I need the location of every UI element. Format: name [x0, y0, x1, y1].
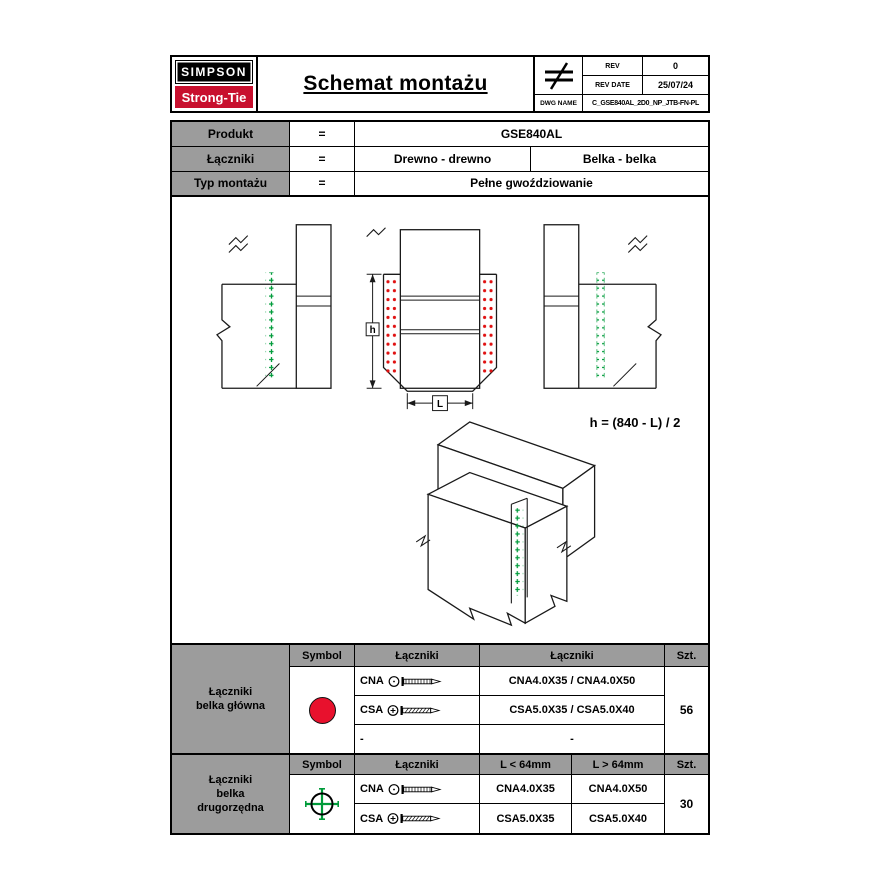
- red-circle-symbol: [308, 696, 336, 724]
- secondary-fasteners-table: Łączniki belka drugorzędna Symbol Łączni…: [170, 755, 710, 835]
- rev-value: 0: [643, 57, 708, 76]
- info-row-mounting: Typ montażu = Pełne gwoździowanie: [172, 170, 708, 195]
- nail-icon: [388, 783, 442, 795]
- equals-sign: =: [290, 122, 355, 147]
- column-header-fasteners: Łączniki: [355, 755, 480, 775]
- column-header-long-length: L > 64mm: [572, 755, 665, 775]
- info-row-connectors: Łączniki = Drewno - drewno Belka - belka: [172, 146, 708, 171]
- screw-icon: [387, 813, 441, 824]
- mounting-type-value: Pełne gwoździowanie: [470, 176, 593, 191]
- product-info-table: Produkt = GSE840AL Łączniki = Drewno - d…: [170, 120, 710, 197]
- column-header-fasteners: Łączniki: [480, 645, 665, 667]
- rev-date-value: 25/07/24: [643, 76, 708, 95]
- logo-strongtie-text: Strong-Tie: [175, 86, 253, 108]
- fastener-code-row: CNA: [355, 667, 480, 696]
- dim-h-label: h: [370, 325, 376, 336]
- main-fasteners-table: Łączniki belka główna Symbol Łączniki Łą…: [170, 645, 710, 755]
- equals-sign: =: [290, 171, 355, 195]
- drawing-area: h L: [170, 197, 710, 645]
- screw-icon: [387, 704, 441, 716]
- column-header-short-length: L < 64mm: [480, 755, 572, 775]
- column-header-qty: Szt.: [665, 645, 708, 667]
- fastener-long-value: CNA4.0X50: [572, 775, 665, 804]
- nail-icon: [388, 675, 442, 687]
- column-header-symbol: Symbol: [290, 755, 355, 775]
- fastener-code-row: CSA: [355, 696, 480, 725]
- dwg-name-label: DWG NAME: [535, 95, 583, 111]
- title-cell: Schemat montażu: [258, 57, 535, 111]
- fastener-code: CNA: [360, 783, 384, 795]
- product-value: GSE840AL: [500, 127, 563, 142]
- rev-date-label: REV DATE: [583, 76, 643, 95]
- column-header-symbol: Symbol: [290, 645, 355, 667]
- height-formula: h = (840 - L) / 2: [589, 415, 681, 430]
- simpson-logo: SIMPSON Strong-Tie: [172, 57, 258, 111]
- table-row-label-main: Łączniki belka główna: [172, 645, 290, 753]
- symbol-cell: [290, 775, 355, 833]
- front-view: h L: [365, 227, 498, 412]
- fastener-code: -: [360, 733, 364, 745]
- product-label: Produkt: [172, 122, 290, 147]
- column-header-qty: Szt.: [665, 755, 708, 775]
- logo-simpson-text: SIMPSON: [175, 60, 253, 85]
- fastener-code: CNA: [360, 675, 384, 687]
- crosshair-symbol: [305, 788, 339, 820]
- quantity-value: 56: [679, 703, 694, 717]
- connectors-value-beam: Belka - belka: [582, 151, 657, 166]
- page-title: Schemat montażu: [303, 72, 488, 95]
- title-block: SIMPSON Strong-Tie Schemat montażu REV 0…: [170, 55, 710, 113]
- fastener-code-row: CSA: [355, 804, 480, 833]
- side-view-right: [543, 224, 662, 389]
- equals-sign: =: [290, 147, 355, 171]
- fastener-code: CSA: [360, 704, 384, 716]
- revision-block: REV 0 REV DATE 25/07/24 DWG NAME C_GSE84…: [535, 57, 708, 111]
- column-header-fasteners: Łączniki: [355, 645, 480, 667]
- info-row-product: Produkt = GSE840AL: [172, 122, 708, 147]
- fastener-code: CSA: [360, 812, 384, 825]
- dwg-name-value: C_GSE840AL_2D0_NP_JTB-FN-PL: [591, 99, 700, 107]
- connectors-value-wood: Drewno - drewno: [355, 147, 531, 171]
- isometric-view: [415, 421, 596, 627]
- side-view-left: [216, 224, 332, 389]
- symbol-cell: [290, 667, 355, 753]
- fastener-short-value: CNA4.0X35: [480, 775, 572, 804]
- mounting-type-label: Typ montażu: [172, 171, 290, 195]
- projection-symbol-icon: [535, 57, 583, 95]
- connectors-label: Łączniki: [172, 147, 290, 171]
- drawing-sheet: SIMPSON Strong-Tie Schemat montażu REV 0…: [170, 55, 710, 835]
- table-row-label-secondary: Łączniki belka drugorzędna: [172, 755, 290, 833]
- fastener-code-row: CNA: [355, 775, 480, 804]
- rev-label: REV: [583, 57, 643, 76]
- fastener-value: CSA5.0X35 / CSA5.0X40: [480, 696, 665, 725]
- fastener-value: -: [480, 725, 665, 753]
- quantity-value: 30: [679, 797, 694, 811]
- fastener-long-value: CSA5.0X40: [572, 804, 665, 833]
- assembly-drawing-svg: h L: [216, 224, 662, 627]
- fastener-value: CNA4.0X35 / CNA4.0X50: [480, 667, 665, 696]
- fastener-code-row: -: [355, 725, 480, 753]
- fastener-short-value: CSA5.0X35: [480, 804, 572, 833]
- dim-l-label: L: [437, 399, 443, 410]
